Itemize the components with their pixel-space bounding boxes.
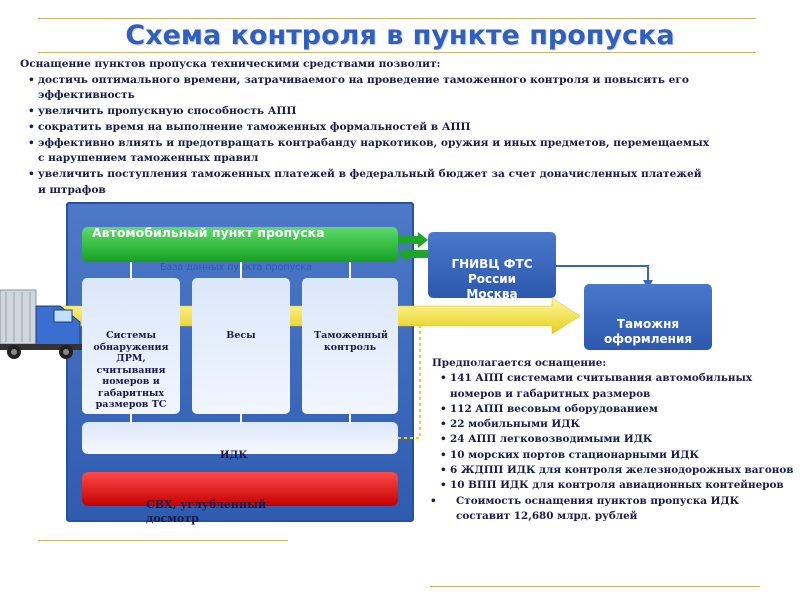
cost-list: Стоимость оснащения пунктов пропуска ИДК… — [426, 494, 796, 525]
dotted-line — [398, 326, 421, 439]
intro-item: достичь оптимального времени, затрачивае… — [28, 73, 710, 104]
customs-control-box: Таможенный контроль — [302, 278, 398, 414]
intro-heading: Оснащение пунктов пропуска техническими … — [20, 58, 441, 70]
plan-item: 141 АПП системами считывания автомобильн… — [440, 371, 796, 402]
customs-control-label: Таможенный контроль — [314, 330, 388, 353]
gnivc-box: ГНИВЦ ФТС России Москва — [428, 232, 556, 301]
plan-list: 141 АПП системами считывания автомобильн… — [426, 371, 796, 494]
plan-item: 112 АПП весовым оборудованием — [440, 402, 796, 418]
svh-bar — [82, 472, 398, 506]
scales-label: Весы — [226, 330, 256, 341]
plan-item: 24 АПП легковозводимыми ИДК — [440, 432, 796, 448]
idk-label: ИДК — [220, 450, 248, 461]
cost-note: Стоимость оснащения пунктов пропуска ИДК… — [426, 494, 796, 525]
database-label: База данных пункта пропуска — [160, 262, 313, 273]
bottom-rule — [38, 540, 288, 541]
gnivc-label: ГНИВЦ ФТС России Москва — [451, 257, 533, 301]
checkpoint-label: Автомобильный пункт пропуска — [92, 225, 325, 240]
idk-band — [82, 422, 398, 454]
plan-block: Предполагается оснащение: 141 АПП систем… — [426, 356, 796, 524]
green-arrow — [398, 246, 428, 262]
plan-item: 6 ЖДПП ИДК для контроля железнодорожных … — [440, 463, 796, 479]
intro-list: достичь оптимального времени, затрачивае… — [20, 73, 710, 199]
systems-label: Системы обнаружения ДРМ, считывания номе… — [93, 330, 169, 410]
intro-item: эффективно влиять и предотвращать контра… — [28, 136, 710, 167]
intro-block: Оснащение пунктов пропуска техническими … — [20, 57, 710, 198]
svh-label: СВХ, углубленный досмотр — [146, 498, 267, 525]
checkpoint-bar: Автомобильный пункт пропуска — [82, 225, 398, 262]
connector-line — [556, 265, 649, 282]
intro-item: увеличить пропускную способность АПП — [28, 104, 710, 120]
scales-box: Весы — [192, 278, 290, 414]
customs-office-label: Таможня оформления — [603, 317, 693, 346]
plan-item: 10 морских портов стационарными ИДК — [440, 448, 796, 464]
intro-item: увеличить поступления таможенных платеже… — [28, 167, 710, 198]
plan-item: 22 мобильными ИДК — [440, 417, 796, 433]
green-arrow — [398, 232, 428, 248]
systems-box: Системы обнаружения ДРМ, считывания номе… — [82, 278, 180, 414]
customs-office-box: Таможня оформления — [584, 284, 712, 350]
bottom-rule — [430, 586, 760, 587]
page-title: Схема контроля в пункте пропуска — [125, 20, 675, 51]
top-rule — [38, 18, 756, 19]
plan-heading: Предполагается оснащение: — [432, 357, 607, 369]
plan-item: 10 ВПП ИДК для контроля авиационных конт… — [440, 478, 796, 494]
intro-item: сократить время на выполнение таможенных… — [28, 120, 710, 136]
title-rule — [38, 52, 756, 53]
